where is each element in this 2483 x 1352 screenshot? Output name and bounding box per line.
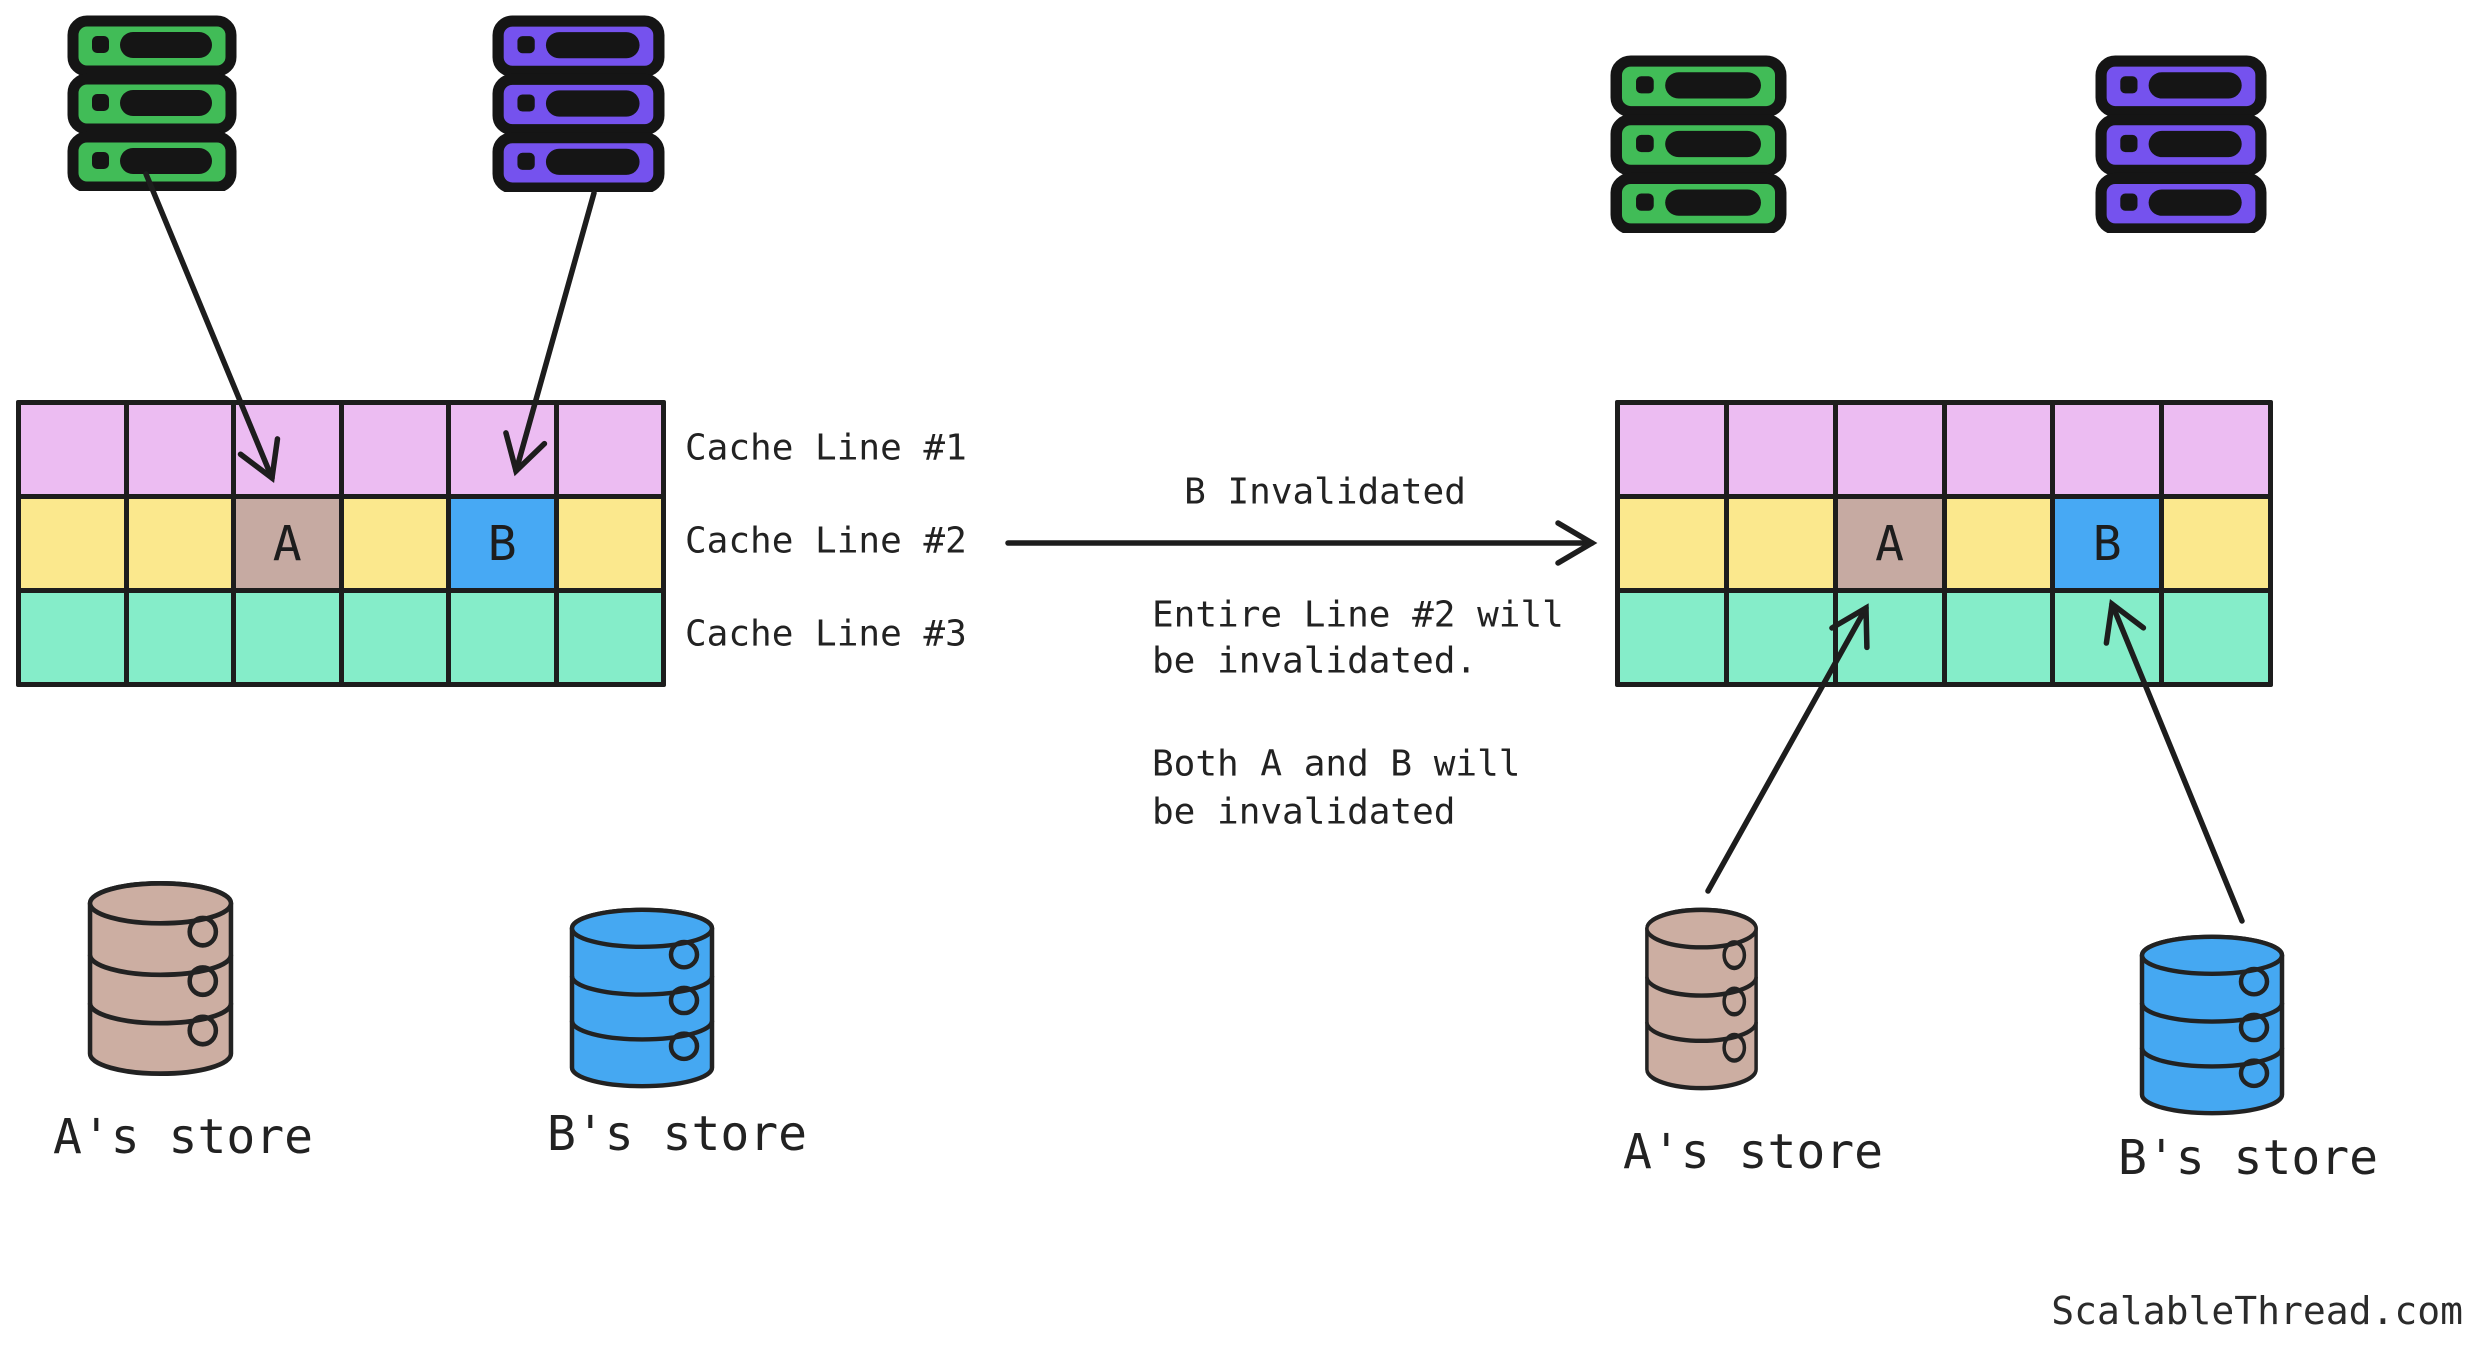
note-line-1: Entire Line #2 will: [1152, 594, 1564, 636]
database-a-left-icon: [87, 880, 234, 1077]
note-line-2: be invalidated.: [1152, 640, 1478, 682]
cache-cell: [2055, 405, 2160, 494]
cache-cell: [1946, 405, 2051, 494]
cache-cell: [2164, 593, 2268, 682]
cache-cell: [128, 593, 231, 682]
cache-cell: [21, 499, 124, 588]
cache-cell: [1837, 593, 1942, 682]
server-rack-b-right-icon: [2095, 55, 2267, 233]
cache-cell: [1728, 499, 1833, 588]
cache-cell: [558, 499, 661, 588]
cache-cell: [558, 593, 661, 682]
cache-cell: [128, 499, 231, 588]
cache-cell: [2055, 593, 2160, 682]
note-line-3: Both A and B will: [1152, 743, 1521, 785]
store-a-right-label: A's store: [1622, 1124, 1884, 1180]
store-a-left-label: A's store: [52, 1109, 314, 1165]
cache-cell: [1620, 405, 1724, 494]
cache-cell-b-before: B: [451, 499, 554, 588]
cache-cell: [2164, 499, 2268, 588]
cache-cell: [128, 405, 231, 494]
cache-cell-a-before: A: [236, 499, 339, 588]
cache-cell: [2164, 405, 2268, 494]
server-rack-a-right-icon: [1610, 55, 1787, 233]
cache-cell: [1620, 593, 1724, 682]
cache-cell: [21, 593, 124, 682]
site-watermark: ScalableThread.com: [2051, 1289, 2463, 1333]
cache-cell: [343, 499, 446, 588]
cache-cell: [451, 405, 554, 494]
cache-cell: [1728, 405, 1833, 494]
store-b-left-label: B's store: [546, 1106, 808, 1162]
cache-cell: [1620, 499, 1724, 588]
cache-cell-b-after: B: [2055, 499, 2160, 588]
cache-cell: [236, 405, 339, 494]
cache-line-3-label: Cache Line #3: [685, 613, 967, 655]
cache-line-2-label: Cache Line #2: [685, 520, 967, 562]
database-b-left-icon: [569, 907, 715, 1089]
cache-cell: [343, 405, 446, 494]
cache-cell: [451, 593, 554, 682]
cache-cell: [1946, 499, 2051, 588]
cache-cell: [1728, 593, 1833, 682]
cache-cell-a-after: A: [1837, 499, 1942, 588]
arrow-caption: B Invalidated: [1184, 471, 1466, 513]
server-rack-a-left-icon: [67, 15, 237, 191]
cache-line-1-label: Cache Line #1: [685, 427, 967, 469]
server-rack-b-left-icon: [492, 15, 665, 192]
database-a-right-icon: [1645, 907, 1758, 1091]
store-b-right-label: B's store: [2117, 1130, 2379, 1186]
cache-cell: [1946, 593, 2051, 682]
note-line-4: be invalidated: [1152, 791, 1456, 833]
database-b-right-icon: [2139, 934, 2285, 1116]
cache-cell: [236, 593, 339, 682]
cache-cell: [558, 405, 661, 494]
cache-cell: [343, 593, 446, 682]
cache-cell: [1837, 405, 1942, 494]
cache-cell: [21, 405, 124, 494]
